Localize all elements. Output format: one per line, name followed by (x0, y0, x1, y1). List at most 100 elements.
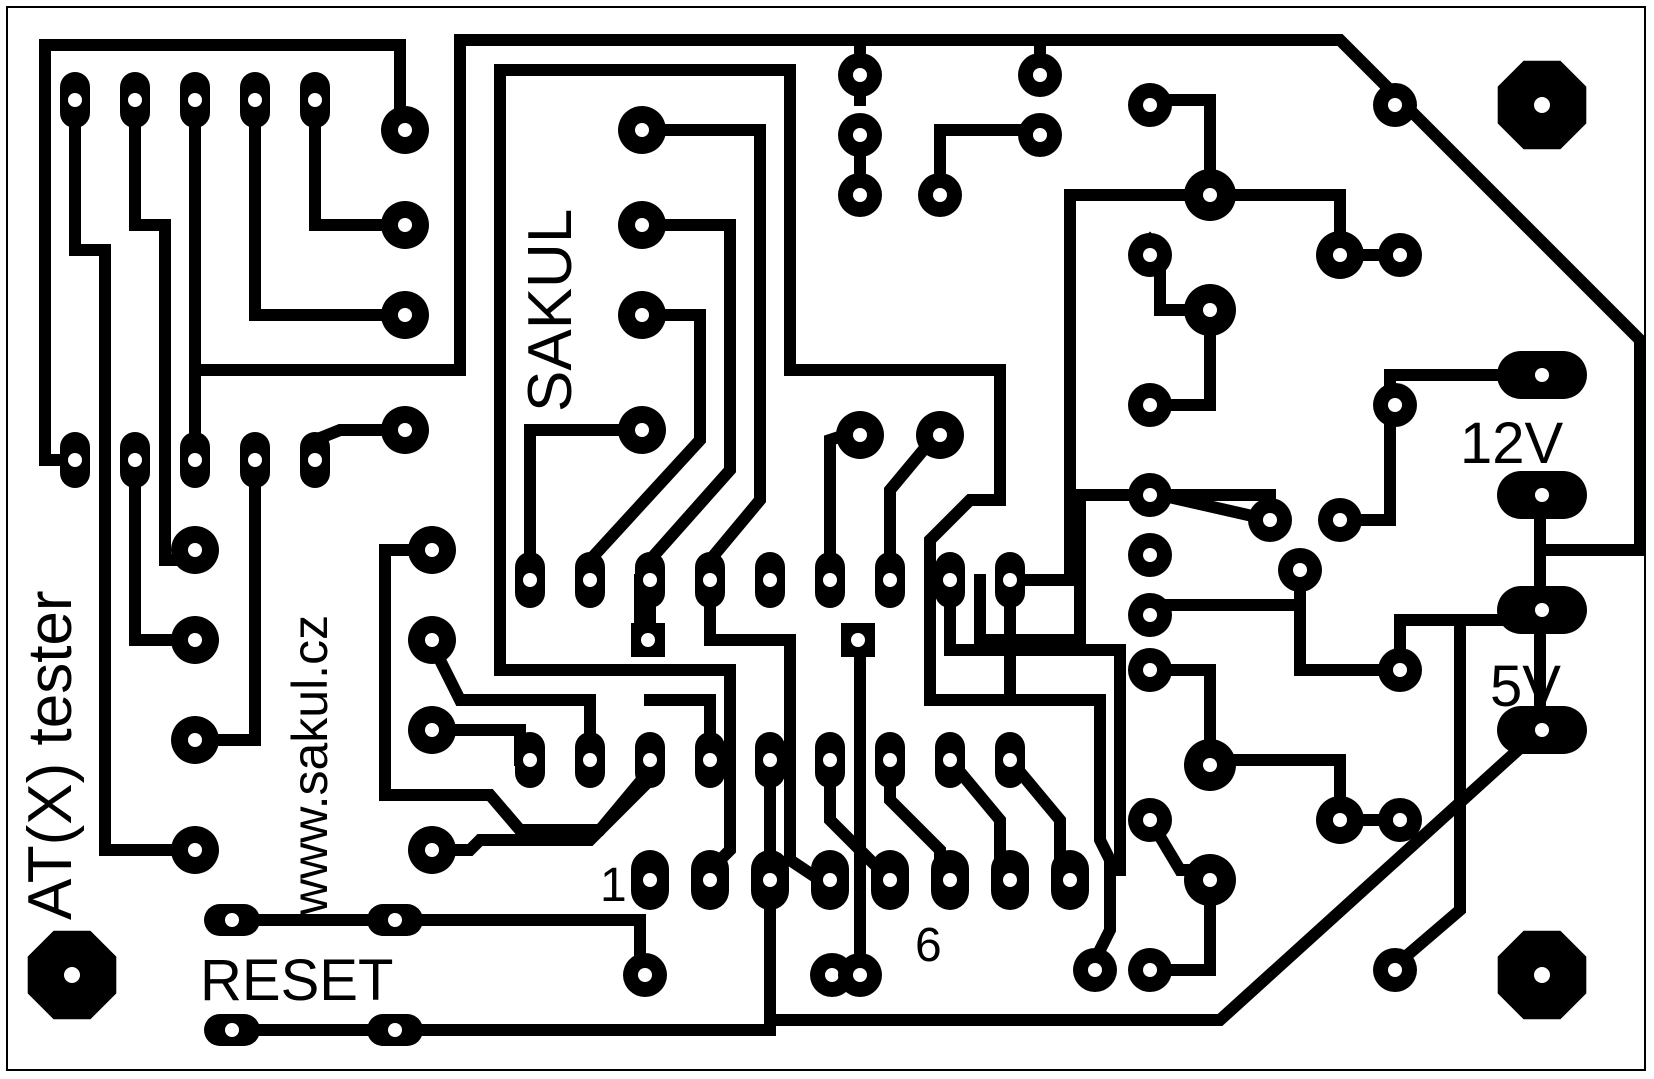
component-pad (995, 552, 1025, 608)
component-pad (935, 732, 965, 788)
trace (224, 1014, 776, 1036)
component-pad (931, 850, 969, 910)
component-pad (1128, 648, 1172, 692)
component-pad (815, 732, 845, 788)
component-pad (1278, 548, 1322, 592)
component-pad (1184, 169, 1236, 221)
trace (1004, 189, 1346, 586)
component-pad (836, 411, 884, 459)
component-pads (27, 53, 1587, 1046)
component-pad (618, 291, 666, 339)
pin6-label: 6 (915, 919, 942, 972)
component-pad (618, 201, 666, 249)
component-pad (875, 732, 905, 788)
trace (1144, 599, 1546, 676)
component-pad (875, 552, 905, 608)
trace (494, 64, 1116, 969)
trace (934, 124, 1046, 196)
trace (224, 914, 646, 976)
component-pad (408, 706, 456, 754)
trace (309, 94, 406, 231)
component-pad (838, 173, 882, 217)
component-pad (1073, 948, 1117, 992)
component-pad (171, 616, 219, 664)
component-pad (1497, 706, 1587, 754)
component-pad (300, 432, 330, 488)
component-pad (240, 72, 270, 128)
component-pad (60, 72, 90, 128)
component-pad (408, 526, 456, 574)
component-pad (631, 850, 669, 910)
trace (39, 39, 406, 136)
component-pad (120, 72, 150, 128)
component-pad (1018, 53, 1062, 97)
component-pad (300, 72, 330, 128)
component-pad (935, 552, 965, 608)
component-pad (1373, 383, 1417, 427)
trace (249, 94, 406, 321)
component-pad (1373, 948, 1417, 992)
component-pad (180, 432, 210, 488)
mounting-hole (1497, 930, 1587, 1020)
component-pad (631, 623, 665, 657)
website-label: www.sakul.cz (282, 614, 338, 915)
trace (1144, 664, 1406, 826)
trace (129, 94, 201, 566)
component-pad (1318, 498, 1362, 542)
component-pad (838, 953, 882, 997)
trace (189, 454, 261, 746)
component-pad (171, 826, 219, 874)
component-pad (1128, 533, 1172, 577)
component-pad (1128, 473, 1172, 517)
component-pad (751, 850, 789, 910)
brand-label: SAKUL (516, 208, 585, 412)
component-pad (575, 552, 605, 608)
component-pad (618, 106, 666, 154)
trace (189, 34, 1646, 556)
trace (944, 574, 1126, 876)
component-pad (1128, 948, 1172, 992)
trace (1334, 369, 1546, 526)
component-pad (635, 552, 665, 608)
trace (581, 309, 706, 569)
component-pad (381, 291, 429, 339)
trace (424, 771, 659, 856)
component-pad (171, 526, 219, 574)
component-pad (1128, 83, 1172, 127)
component-pad (755, 552, 785, 608)
component-pad (381, 201, 429, 249)
component-pad (381, 106, 429, 154)
component-pad (1184, 739, 1236, 791)
component-pad (60, 432, 90, 488)
component-pad (1378, 233, 1422, 277)
reset-label: RESET (200, 948, 394, 1013)
component-pad (811, 850, 849, 910)
component-pad (1128, 233, 1172, 277)
component-pad (1378, 648, 1422, 692)
component-pad (991, 850, 1029, 910)
trace (421, 631, 596, 766)
component-pad (995, 732, 1025, 788)
component-pad (1316, 796, 1364, 844)
trace (524, 424, 646, 586)
component-pad (1378, 798, 1422, 842)
component-pad (1018, 113, 1062, 157)
component-pad (871, 850, 909, 910)
component-pad (1373, 83, 1417, 127)
component-pad (1184, 854, 1236, 906)
pin1-label: 1 (600, 859, 627, 912)
mounting-hole (27, 930, 117, 1020)
component-pad (1497, 471, 1587, 519)
voltage-12v-label: 12V (1460, 411, 1564, 476)
component-pad (240, 432, 270, 488)
component-pad (1128, 593, 1172, 637)
trace (1381, 614, 1466, 979)
component-pad (171, 716, 219, 764)
component-pad (367, 904, 423, 936)
voltage-5v-label: 5V (1490, 654, 1561, 719)
component-pad (1497, 351, 1587, 399)
component-pad (1248, 498, 1292, 542)
component-pad (1184, 284, 1236, 336)
component-pad (204, 904, 260, 936)
component-pad (408, 616, 456, 664)
